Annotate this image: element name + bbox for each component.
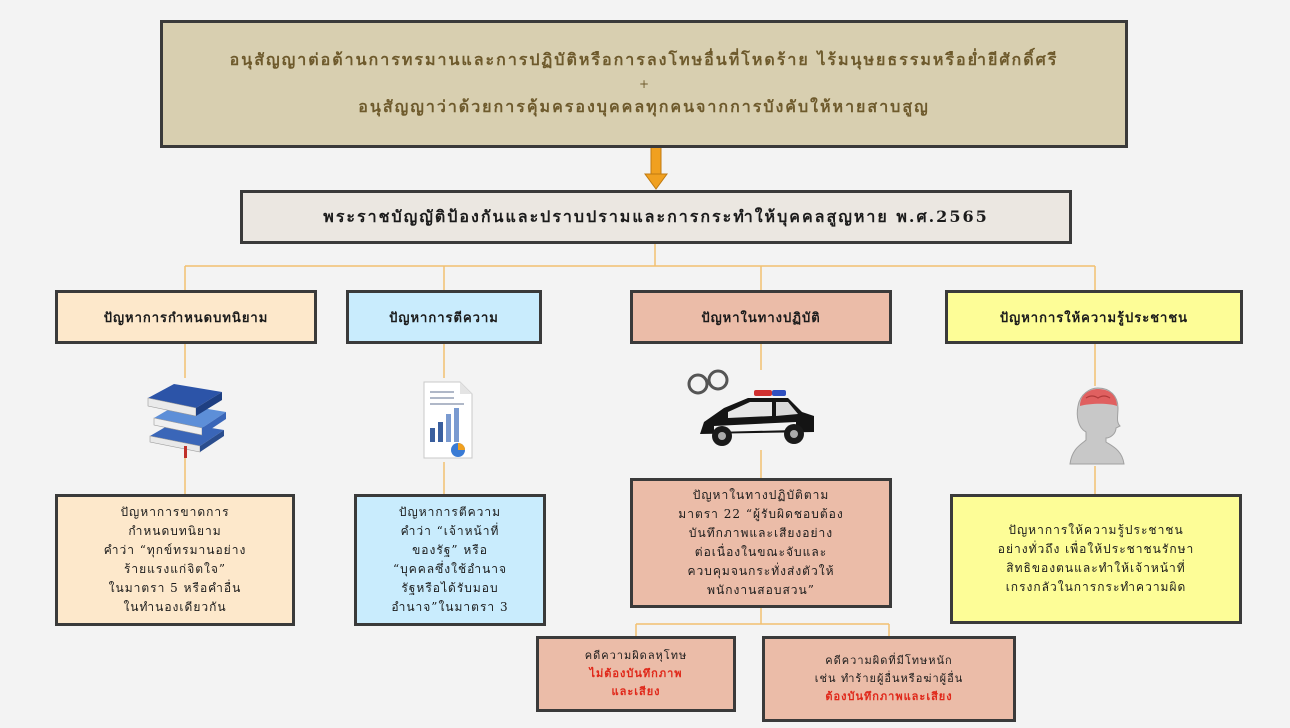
detail-line: เกรงกลัวในการกระทำความผิด: [1005, 580, 1187, 594]
down-arrow-icon: [644, 146, 668, 190]
heading-practice-problem: ปัญหาในทางปฏิบัติ: [630, 290, 892, 344]
serious-offense-example: เช่น ทำร้ายผู้อื่นหรือฆ่าผู้อื่น: [814, 672, 964, 685]
act-title: พระราชบัญญัติป้องกันและปราบปรามและการกระ…: [323, 206, 989, 226]
heading-definition-problem: ปัญหาการกำหนดบทนิยาม: [55, 290, 317, 344]
convention-title-box: อนุสัญญาต่อต้านการทรมานและการปฏิบัติหรือ…: [160, 20, 1128, 148]
heading-public-education-problem: ปัญหาการให้ความรู้ประชาชน: [945, 290, 1243, 344]
detail-line: บันทึกภาพและเสียงอย่าง: [688, 526, 834, 540]
definition-problem-detail: ปัญหาการขาดการ กำหนดบทนิยาม คำว่า “ทุกข์…: [55, 494, 295, 626]
detail-line: ควบคุมจนกระทั่งส่งตัวให้: [687, 564, 835, 578]
detail-line: พนักงานสอบสวน”: [707, 583, 815, 597]
petty-offense-box: คดีความผิดลหุโทษ ไม่ต้องบันทึกภาพ และเสี…: [536, 636, 736, 712]
detail-line: ต่อเนื่องในขณะจับและ: [694, 545, 828, 559]
detail-line: ปัญหาการขาดการ: [120, 505, 230, 519]
detail-line: “บุคคลซึ่งใช้อำนาจ: [392, 562, 508, 576]
recording-required: ต้องบันทึกภาพและเสียง: [825, 690, 953, 703]
detail-line: คำว่า “ทุกข์ทรมานอย่าง: [103, 543, 247, 557]
public-education-problem-detail: ปัญหาการให้ความรู้ประชาชน อย่างทั่วถึง เ…: [950, 494, 1242, 624]
document-icon: [423, 381, 473, 459]
petty-offense-label: คดีความผิดลหุโทษ: [584, 649, 688, 662]
act-box: พระราชบัญญัติป้องกันและปราบปรามและการกระ…: [240, 190, 1072, 244]
detail-line: ปัญหาการตีความ: [398, 505, 502, 519]
detail-line: ร้ายแรงแก่จิตใจ”: [123, 562, 227, 576]
serious-offense-box: คดีความผิดที่มีโทษหนัก เช่น ทำร้ายผู้อื่…: [762, 636, 1016, 722]
detail-line: ปัญหาในทางปฏิบัติตาม: [692, 488, 830, 502]
no-recording-required-cont: และเสียง: [611, 685, 661, 698]
practice-problem-detail: ปัญหาในทางปฏิบัติตาม มาตรา 22 “ผู้รับผิด…: [630, 478, 892, 608]
detail-line: อำนาจ”ในมาตรา 3: [391, 600, 509, 614]
police-car-icon: [687, 369, 814, 446]
detail-line: ในมาตรา 5 หรือคำอื่น: [108, 581, 242, 595]
detail-line: ปัญหาการให้ความรู้ประชาชน: [1008, 523, 1184, 537]
detail-line: กำหนดบทนิยาม: [128, 524, 222, 538]
head-brain-icon: [1069, 387, 1125, 465]
interpretation-problem-detail: ปัญหาการตีความ คำว่า “เจ้าหน้าที่ ของรัฐ…: [354, 494, 546, 626]
heading-interpretation-problem: ปัญหาการตีความ: [346, 290, 542, 344]
convention-against-torture-title: อนุสัญญาต่อต้านการทรมานและการปฏิบัติหรือ…: [229, 50, 1059, 69]
books-icon: [147, 384, 226, 458]
detail-line: คำว่า “เจ้าหน้าที่: [400, 524, 500, 538]
plus-sign: +: [638, 77, 650, 91]
no-recording-required: ไม่ต้องบันทึกภาพ: [589, 667, 683, 680]
detail-line: มาตรา 22 “ผู้รับผิดชอบต้อง: [678, 507, 844, 521]
detail-line: รัฐหรือได้รับมอบ: [401, 581, 499, 595]
detail-line: ในทำนองเดียวกัน: [123, 600, 227, 614]
serious-offense-label: คดีความผิดที่มีโทษหนัก: [825, 654, 953, 667]
detail-line: ของรัฐ” หรือ: [412, 543, 488, 557]
detail-line: สิทธิของตนและทำให้เจ้าหน้าที่: [1006, 561, 1186, 575]
convention-disappearance-title: อนุสัญญาว่าด้วยการคุ้มครองบุคคลทุกคนจากก…: [358, 97, 930, 116]
detail-line: อย่างทั่วถึง เพื่อให้ประชาชนรักษา: [997, 542, 1195, 556]
